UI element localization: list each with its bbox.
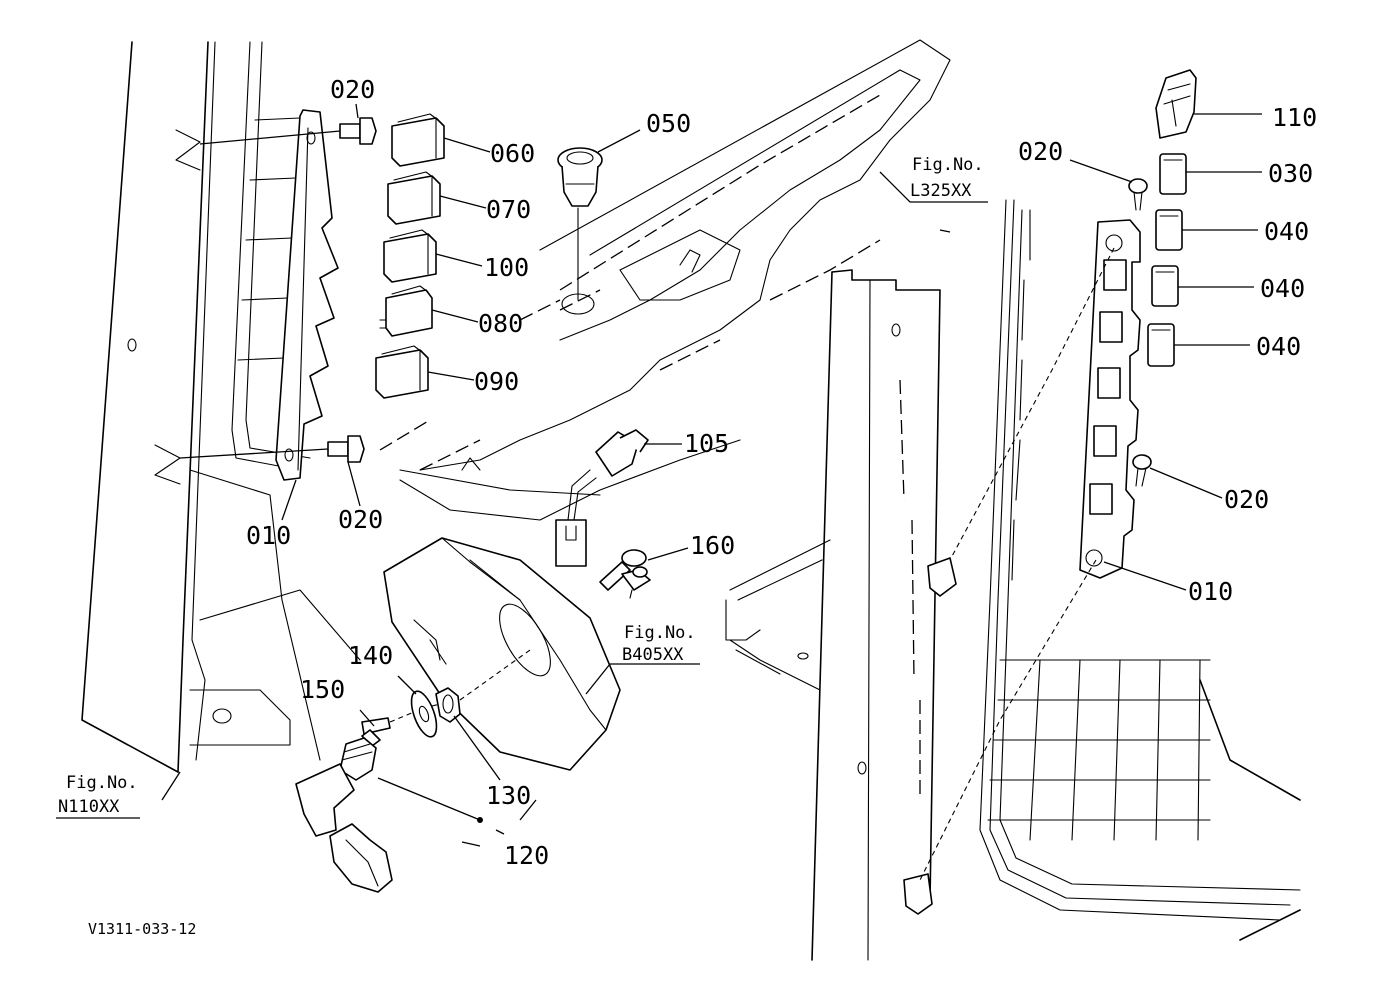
plug-040-c — [1147, 323, 1175, 367]
callout-020-left-top: 020 — [330, 75, 375, 104]
clip-upper — [927, 557, 957, 597]
callout-080: 080 — [478, 309, 523, 338]
callout-150: 150 — [300, 675, 345, 704]
fig-ref-code-l325: L325XX — [910, 181, 972, 201]
callout-070: 070 — [486, 195, 531, 224]
plug-040-b — [1151, 265, 1179, 307]
clip-lower — [903, 873, 933, 915]
figure-references: Fig.No. N110XX Fig.No. L325XX Fig.No. B4… — [58, 155, 984, 817]
callout-060: 060 — [490, 139, 535, 168]
callout-010-right: 010 — [1188, 577, 1233, 606]
switch-080 — [379, 285, 433, 337]
plug-030 — [1159, 153, 1187, 195]
right-switch-panel-010 — [1079, 219, 1141, 579]
fig-ref-label-b405: Fig.No. — [624, 623, 696, 643]
callout-040-a: 040 — [1264, 217, 1309, 246]
callout-120: 120 — [504, 841, 549, 870]
callout-labels: 020 020 010 060 070 100 080 090 050 105 … — [246, 75, 1317, 870]
nut-130 — [435, 687, 461, 723]
callout-110: 110 — [1272, 103, 1317, 132]
right-door-frame — [899, 199, 1301, 941]
left-switch-panel-010 — [275, 109, 339, 481]
connector-120 — [295, 737, 393, 893]
right-bolt-bottom — [1132, 454, 1152, 487]
callout-040-c: 040 — [1256, 332, 1301, 361]
left-cab-pillar — [81, 41, 361, 773]
cap-110 — [1155, 69, 1197, 139]
callout-010-left: 010 — [246, 521, 291, 550]
key-160 — [599, 549, 651, 599]
right-bolt-top — [1128, 178, 1148, 211]
fig-ref-label-l325: Fig.No. — [912, 155, 984, 175]
leader-lines — [56, 103, 1262, 847]
right-rear-panel — [725, 269, 941, 961]
callout-030: 030 — [1268, 159, 1313, 188]
fig-ref-code-n110: N110XX — [58, 797, 120, 817]
callout-130: 130 — [486, 781, 531, 810]
callout-140: 140 — [348, 641, 393, 670]
switch-070 — [387, 171, 441, 225]
callout-020-right-bottom: 020 — [1224, 485, 1269, 514]
switch-100 — [383, 229, 437, 283]
callout-160: 160 — [690, 531, 735, 560]
switch-060 — [391, 113, 445, 167]
callout-105: 105 — [684, 429, 729, 458]
bolt-150 — [361, 717, 391, 747]
switch-090 — [375, 345, 429, 399]
left-bolt-top — [339, 117, 377, 145]
callout-020-left-bottom: 020 — [338, 505, 383, 534]
callout-050: 050 — [646, 109, 691, 138]
diagram-code: V1311-033-12 — [88, 920, 196, 938]
left-bolt-bottom — [327, 435, 365, 463]
callout-020-right-top: 020 — [1018, 137, 1063, 166]
connector-105 — [555, 429, 649, 567]
plug-040-a — [1155, 209, 1183, 251]
callout-040-b: 040 — [1260, 274, 1305, 303]
socket-050 — [557, 147, 603, 301]
callout-100: 100 — [484, 253, 529, 282]
fig-ref-label-n110: Fig.No. — [66, 773, 138, 793]
washer-140 — [410, 690, 438, 738]
callout-090: 090 — [474, 367, 519, 396]
gauge-housing — [383, 469, 621, 771]
fig-ref-code-b405: B405XX — [622, 645, 684, 665]
